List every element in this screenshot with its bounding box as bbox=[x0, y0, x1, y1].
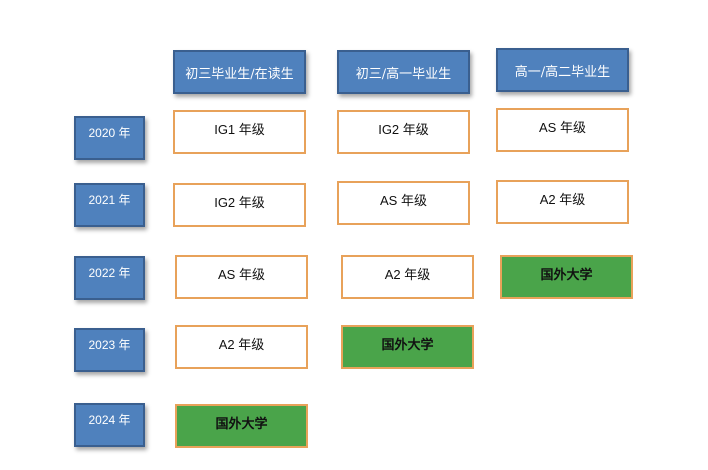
grade-cell: A2 年级 bbox=[496, 180, 629, 224]
grade-cell: AS 年级 bbox=[337, 181, 470, 225]
row-header-2020: 2020 年 bbox=[74, 116, 145, 160]
row-header-label: 2023 年 bbox=[88, 338, 131, 352]
grade-label: A2 年级 bbox=[218, 337, 265, 352]
university-label: 国外大学 bbox=[381, 337, 434, 352]
grade-label: IG1 年级 bbox=[214, 122, 265, 137]
row-header-label: 2020 年 bbox=[88, 126, 131, 140]
column-header-label: 高一/高二毕业生 bbox=[514, 64, 611, 80]
grade-cell: A2 年级 bbox=[341, 255, 474, 299]
university-cell: 国外大学 bbox=[500, 255, 633, 299]
grade-cell: IG2 年级 bbox=[337, 110, 470, 154]
grade-label: A2 年级 bbox=[384, 267, 431, 282]
column-header-1: 初三毕业生/在读生 bbox=[173, 50, 306, 94]
grade-label: AS 年级 bbox=[539, 120, 586, 135]
column-header-3: 高一/高二毕业生 bbox=[496, 48, 629, 92]
university-label: 国外大学 bbox=[540, 267, 593, 282]
row-header-2022: 2022 年 bbox=[74, 256, 145, 300]
grade-cell: A2 年级 bbox=[175, 325, 308, 369]
university-cell: 国外大学 bbox=[175, 404, 308, 448]
grade-cell: AS 年级 bbox=[175, 255, 308, 299]
column-header-label: 初三/高一毕业生 bbox=[355, 66, 452, 82]
row-header-2021: 2021 年 bbox=[74, 183, 145, 227]
row-header-2024: 2024 年 bbox=[74, 403, 145, 447]
grade-cell: IG2 年级 bbox=[173, 183, 306, 227]
grade-label: AS 年级 bbox=[380, 193, 427, 208]
grade-label: AS 年级 bbox=[218, 267, 265, 282]
grade-cell: AS 年级 bbox=[496, 108, 629, 152]
row-header-label: 2022 年 bbox=[88, 266, 131, 280]
grade-label: IG2 年级 bbox=[378, 122, 429, 137]
column-header-label: 初三毕业生/在读生 bbox=[185, 66, 294, 82]
grade-cell: IG1 年级 bbox=[173, 110, 306, 154]
university-label: 国外大学 bbox=[215, 416, 268, 431]
university-cell: 国外大学 bbox=[341, 325, 474, 369]
row-header-2023: 2023 年 bbox=[74, 328, 145, 372]
row-header-label: 2021 年 bbox=[88, 193, 131, 207]
grade-label: A2 年级 bbox=[539, 192, 586, 207]
grade-label: IG2 年级 bbox=[214, 195, 265, 210]
column-header-2: 初三/高一毕业生 bbox=[337, 50, 470, 94]
row-header-label: 2024 年 bbox=[88, 413, 131, 427]
